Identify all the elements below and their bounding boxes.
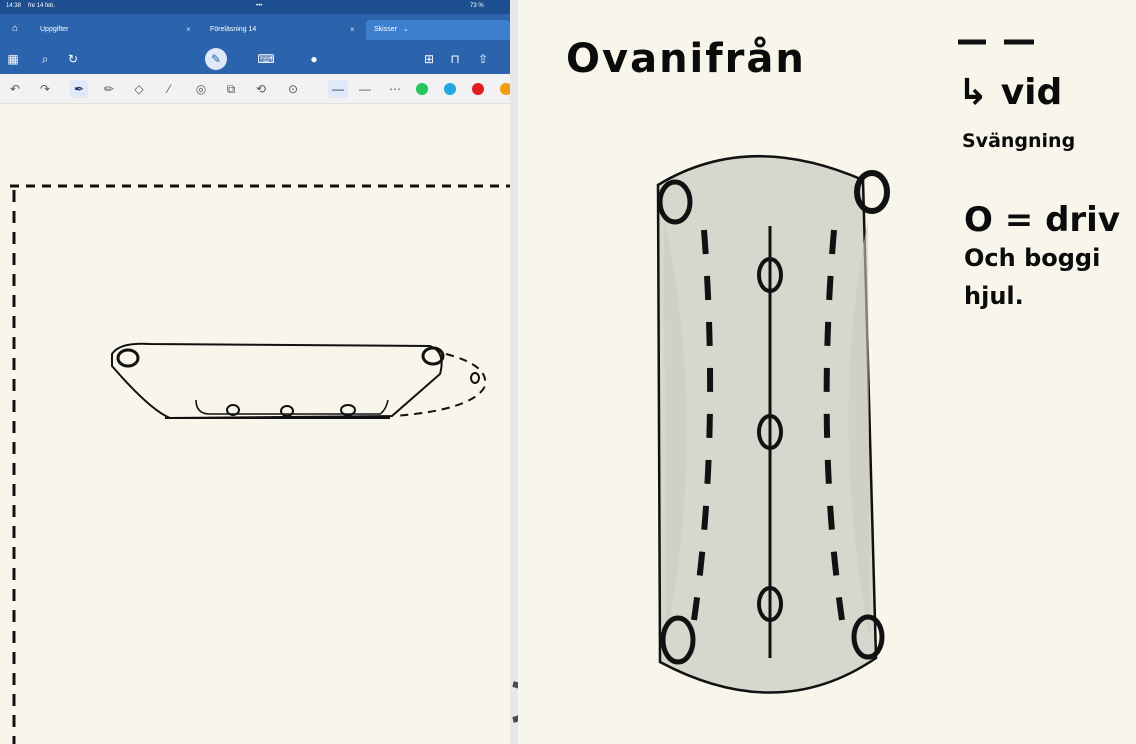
status-date: fre 14 feb. [28,3,56,9]
keyboard-icon[interactable]: ⌨ [257,52,275,66]
thin-line-icon[interactable]: — [328,80,348,98]
color-swatch-red[interactable] [472,83,484,95]
tab-label: Föreläsning 14 [210,26,257,33]
shapes-icon[interactable]: ◎ [195,82,207,96]
legend-line-2: Och boggi [964,244,1101,272]
tab-label: Uppgifter [40,26,69,33]
legend-line-1: O = driv [964,200,1120,240]
pen-mode-icon[interactable]: ✎ [205,48,227,70]
drawing-canvas[interactable] [0,104,510,744]
status-bar: 14:38 fre 14 feb. ••• 73 % [0,0,510,14]
top-view-sketch [656,154,890,694]
color-swatch-orange[interactable] [500,83,510,95]
thick-line-icon[interactable]: ⋯ [389,82,401,96]
undo-icon[interactable]: ↶ [9,82,21,96]
share-icon[interactable]: ⇧ [477,52,489,66]
status-dots: ••• [256,3,263,9]
notes-app-pane: 14:38 fre 14 feb. ••• 73 % ⌂ Uppgifter ×… [0,0,510,744]
lasso-icon[interactable]: ⟲ [255,82,267,96]
laser-icon[interactable]: ⊙ [287,82,299,96]
split-view-divider[interactable] [510,0,518,744]
side-view-sketch [10,184,510,744]
grid-icon[interactable]: ▦ [7,52,19,66]
app-icon-bar: ▦ ⌕ ↻ ✎ ⌨ ● ⊞ ⊓ ⇧ [0,44,510,74]
legend-line-3: hjul. [964,282,1024,310]
tab-skisser[interactable]: Skisser ⌄ [366,20,510,40]
redo-icon[interactable]: ↷ [39,82,51,96]
bookmark-icon[interactable]: ⊓ [450,52,460,66]
drawing-toolbar: ↶ ↷ ✒ ✏ ◇ ⁄ ◎ ⧉ ⟲ ⊙ — — ⋯ [0,74,510,104]
color-swatch-green[interactable] [416,83,428,95]
tab-bar: ⌂ Uppgifter × Föreläsning 14 × Skisser ⌄ [0,14,510,44]
battery-level: 73 % [470,3,484,9]
sync-icon[interactable]: ↻ [67,52,79,66]
page-add-icon[interactable]: ⊞ [423,52,435,66]
mic-icon[interactable]: ● [310,52,318,66]
sketch-title: Ovanifrån [566,36,806,82]
pencil-icon[interactable]: ✏ [103,82,115,96]
search-icon[interactable]: ⌕ [41,52,49,66]
chevron-down-icon[interactable]: ⌄ [402,26,409,33]
status-time: 14:38 [6,3,22,9]
tab-uppgifter[interactable]: Uppgifter × [40,20,191,40]
close-icon[interactable]: × [186,25,191,34]
zoomed-sketch-pane: Ovanifrån ↳ vid Svängning O = driv Och b… [518,0,1136,744]
close-icon[interactable]: × [350,25,355,34]
pen-tool-icon[interactable]: ✒ [70,80,88,98]
home-icon[interactable]: ⌂ [11,23,19,34]
note-subtitle: Svängning [962,130,1076,152]
eraser-icon[interactable]: ◇ [134,82,144,96]
dash-marks-icon [958,39,1034,45]
image-icon[interactable]: ⧉ [226,82,236,96]
note-title: ↳ vid [958,72,1063,113]
color-swatch-blue[interactable] [444,83,456,95]
tab-label: Skisser [374,26,397,33]
tab-forelasning[interactable]: Föreläsning 14 × [210,20,360,40]
medium-line-icon[interactable]: — [359,82,371,96]
highlighter-icon[interactable]: ⁄ [167,82,170,96]
